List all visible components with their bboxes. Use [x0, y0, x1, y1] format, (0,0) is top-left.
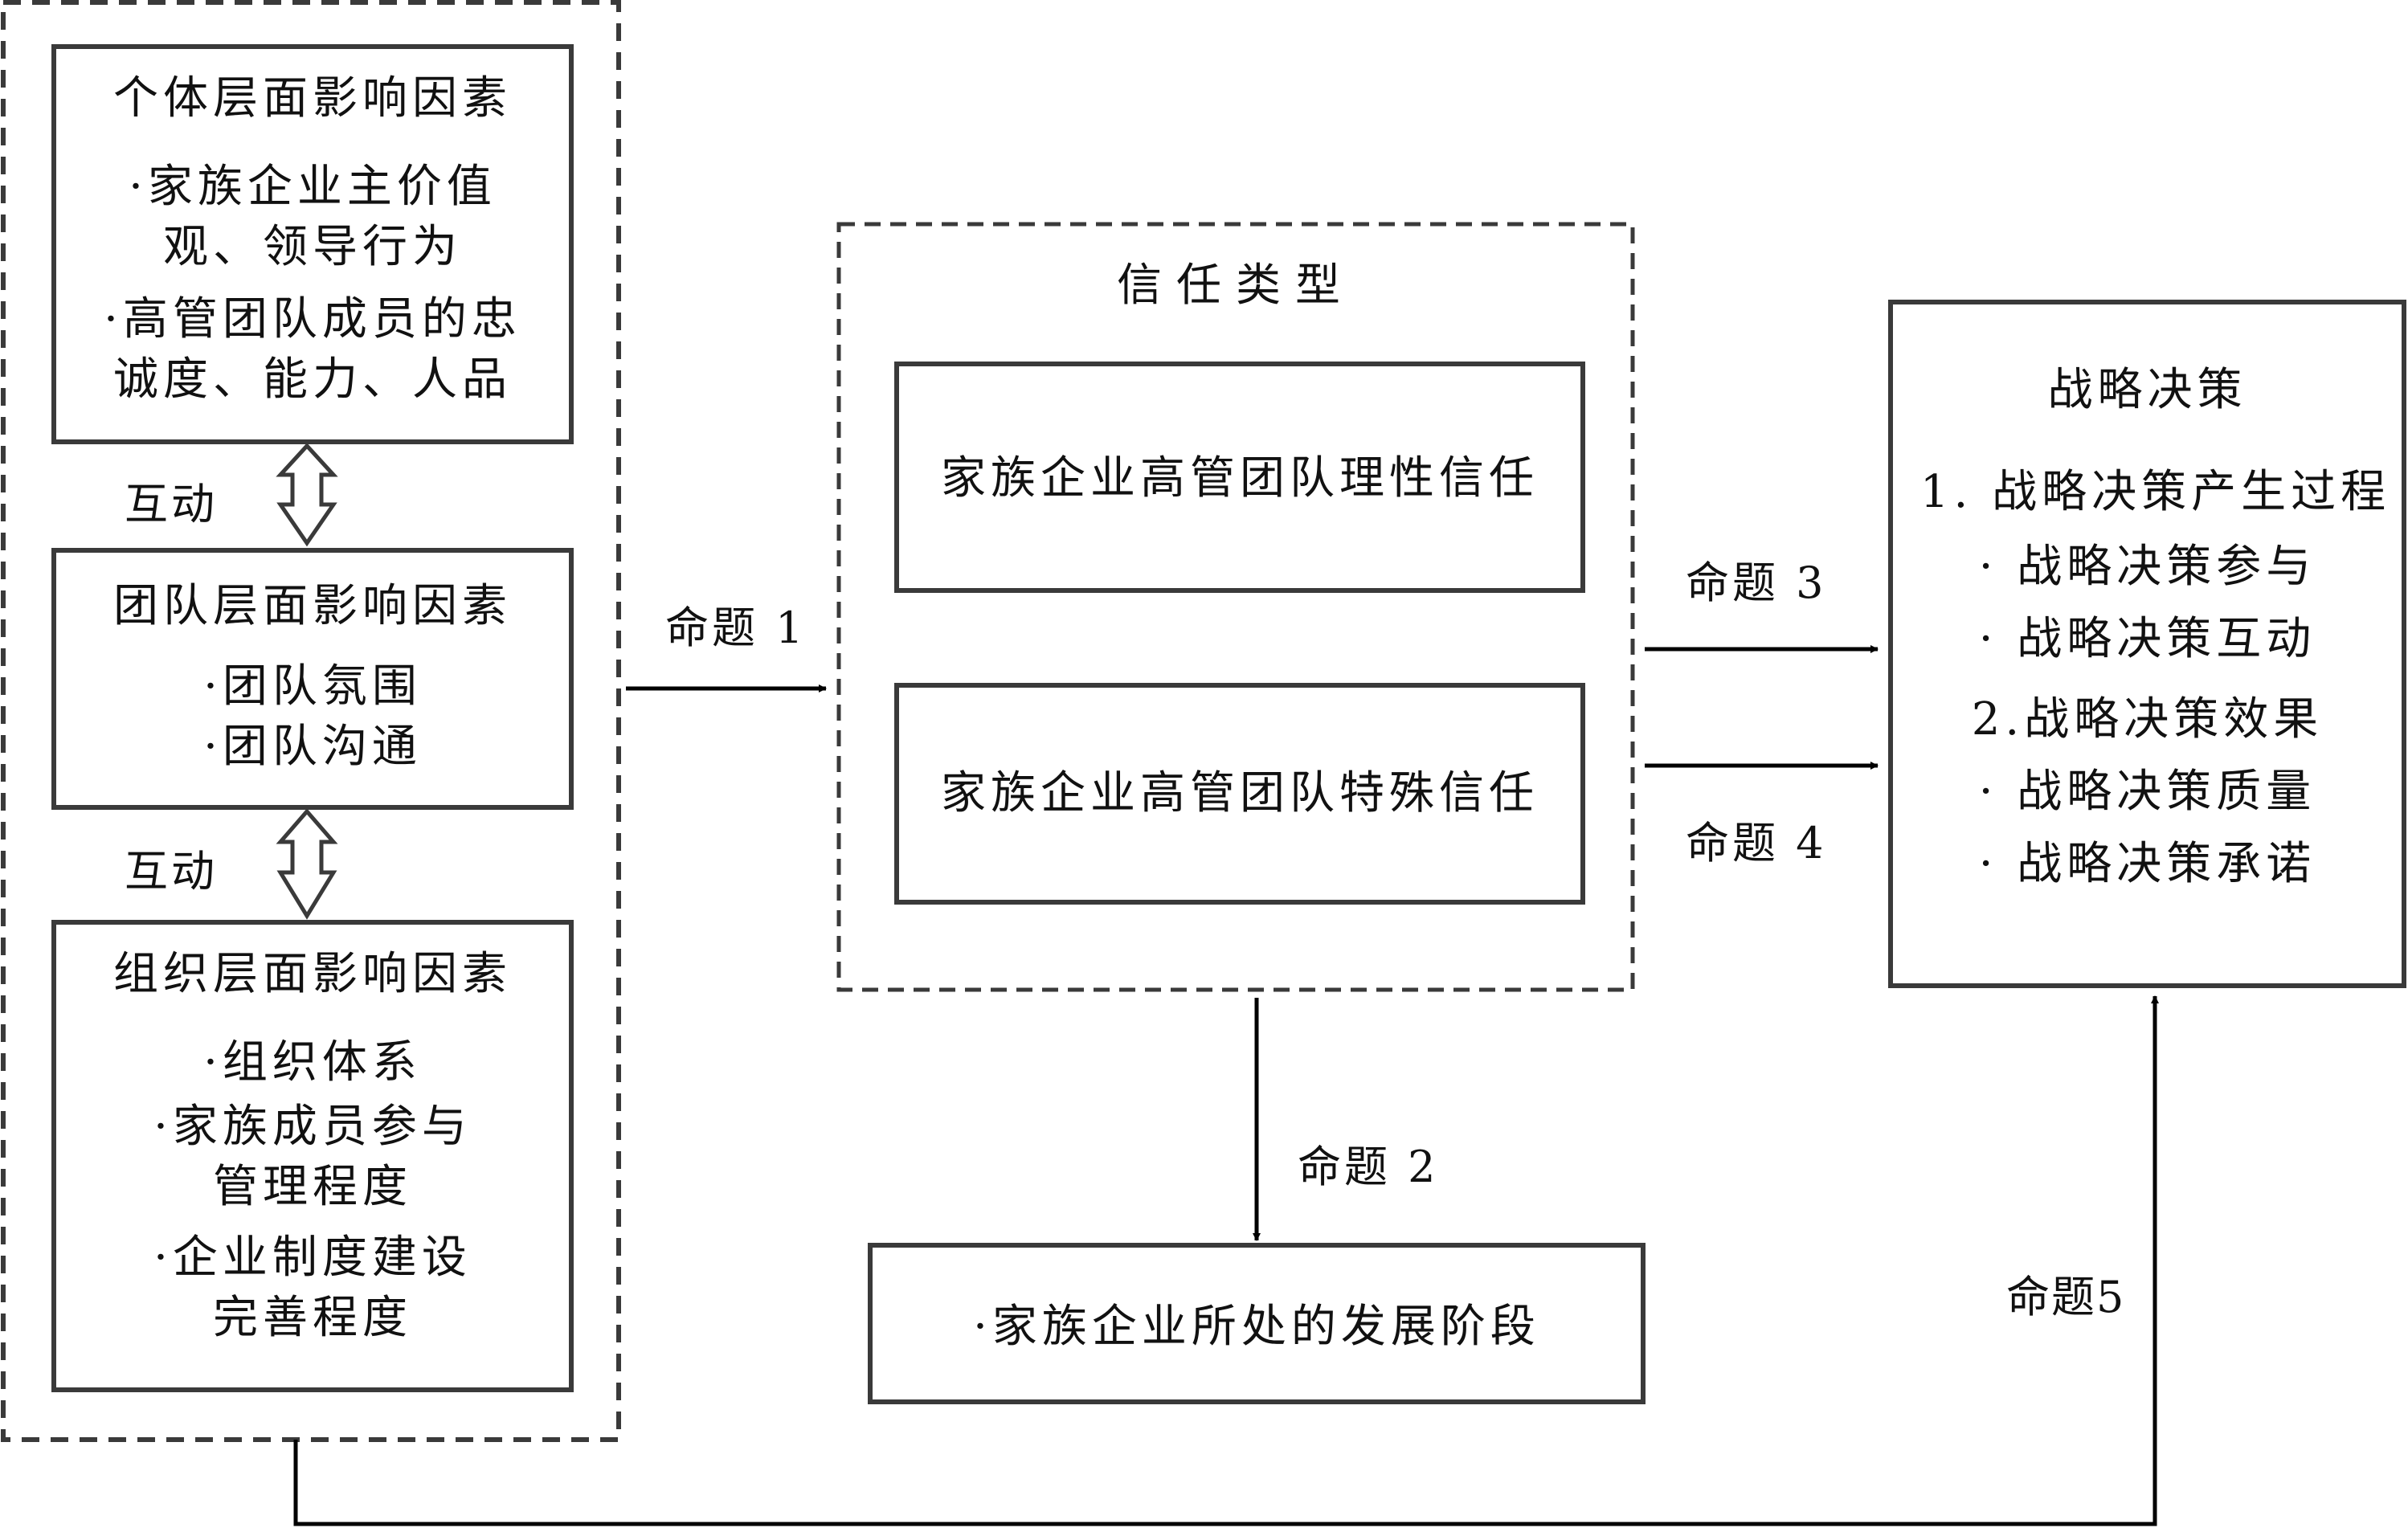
team-factors-title: 团队层面影响因素	[113, 580, 512, 632]
development-stage-label: ·家族企业所处的发展阶段	[973, 1301, 1540, 1353]
strategic-decision-title: 战略决策	[2047, 364, 2247, 416]
individual-factor-line: ·高管团队成员的忠	[104, 293, 521, 345]
proposition-5-label: 命题5	[2006, 1272, 2126, 1322]
proposition-3-label: 命题 3	[1686, 558, 1827, 608]
organization-factor-line: ·企业制度建设	[153, 1232, 472, 1284]
development-stage-box: ·家族企业所处的发展阶段	[868, 1243, 1646, 1404]
organization-factor-line: 管理程度	[213, 1161, 412, 1213]
interaction-label: 互动	[125, 846, 218, 897]
individual-factor-line: ·家族企业主价值	[129, 161, 497, 213]
strategic-decision-line: 2.战略决策效果	[1971, 693, 2324, 746]
organization-factor-line: ·家族成员参与	[153, 1101, 472, 1153]
trust-type-title: 信任类型	[1117, 259, 1355, 312]
strategic-decision-line: 1. 战略决策产生过程	[1919, 466, 2391, 518]
trust-type-group: 信任类型	[839, 224, 1633, 990]
special-trust-box: 家族企业高管团队特殊信任	[894, 683, 1585, 905]
interaction-label: 互动	[125, 479, 218, 529]
proposition-2-label: 命题 2	[1298, 1142, 1439, 1192]
strategic-decision-line: · 战略决策承诺	[1978, 838, 2316, 890]
team-factors-box: 团队层面影响因素 ·团队氛围 ·团队沟通	[51, 548, 574, 810]
organization-factor-line: 完善程度	[213, 1292, 412, 1344]
strategic-decision-line: · 战略决策参与	[1978, 541, 2316, 593]
team-factor-line: ·团队沟通	[203, 721, 422, 773]
special-trust-label: 家族企业高管团队特殊信任	[941, 767, 1539, 819]
organization-factors-box: 组织层面影响因素 ·组织体系 ·家族成员参与 管理程度 ·企业制度建设 完善程度	[51, 920, 574, 1392]
double-arrow-icon	[276, 808, 338, 920]
team-factor-line: ·团队氛围	[203, 660, 422, 713]
double-arrow-icon	[276, 443, 338, 547]
strategic-decision-box: 战略决策 1. 战略决策产生过程 · 战略决策参与 · 战略决策互动 2.战略决…	[1888, 300, 2406, 988]
individual-factors-title: 个体层面影响因素	[113, 72, 512, 125]
individual-factor-line: 观、领导行为	[163, 221, 462, 273]
individual-factor-line: 诚度、能力、人品	[113, 353, 512, 406]
strategic-decision-line: · 战略决策互动	[1978, 613, 2316, 665]
strategic-decision-line: · 战略决策质量	[1978, 766, 2316, 818]
organization-factors-title: 组织层面影响因素	[113, 948, 512, 1000]
rational-trust-box: 家族企业高管团队理性信任	[894, 362, 1585, 593]
rational-trust-label: 家族企业高管团队理性信任	[941, 452, 1539, 505]
proposition-4-label: 命题 4	[1686, 818, 1827, 868]
individual-factors-box: 个体层面影响因素 ·家族企业主价值 观、领导行为 ·高管团队成员的忠 诚度、能力…	[51, 44, 574, 444]
organization-factor-line: ·组织体系	[203, 1036, 422, 1089]
proposition-1-label: 命题 1	[665, 603, 807, 653]
